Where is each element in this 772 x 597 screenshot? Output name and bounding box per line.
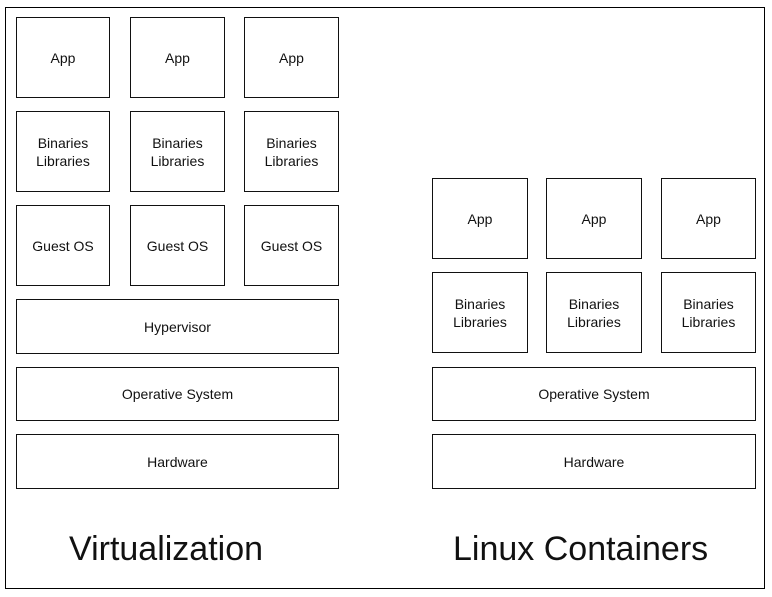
ct-hardware: Hardware bbox=[432, 434, 756, 489]
diagram-frame bbox=[5, 7, 765, 589]
vm-hardware: Hardware bbox=[16, 434, 339, 489]
ct-app-3: App bbox=[661, 178, 756, 259]
ct-operative-system: Operative System bbox=[432, 367, 756, 421]
vm-guest-os-3: Guest OS bbox=[244, 205, 339, 286]
vm-app-1: App bbox=[16, 17, 110, 98]
vm-operative-system: Operative System bbox=[16, 367, 339, 421]
vm-hypervisor: Hypervisor bbox=[16, 299, 339, 354]
vm-app-3: App bbox=[244, 17, 339, 98]
ct-app-1: App bbox=[432, 178, 528, 259]
linux-containers-title: Linux Containers bbox=[453, 530, 709, 568]
virtualization-title: Virtualization bbox=[69, 530, 264, 568]
vm-guest-os-2: Guest OS bbox=[130, 205, 225, 286]
vm-app-2: App bbox=[130, 17, 225, 98]
vm-guest-os-1: Guest OS bbox=[16, 205, 110, 286]
ct-app-2: App bbox=[546, 178, 642, 259]
